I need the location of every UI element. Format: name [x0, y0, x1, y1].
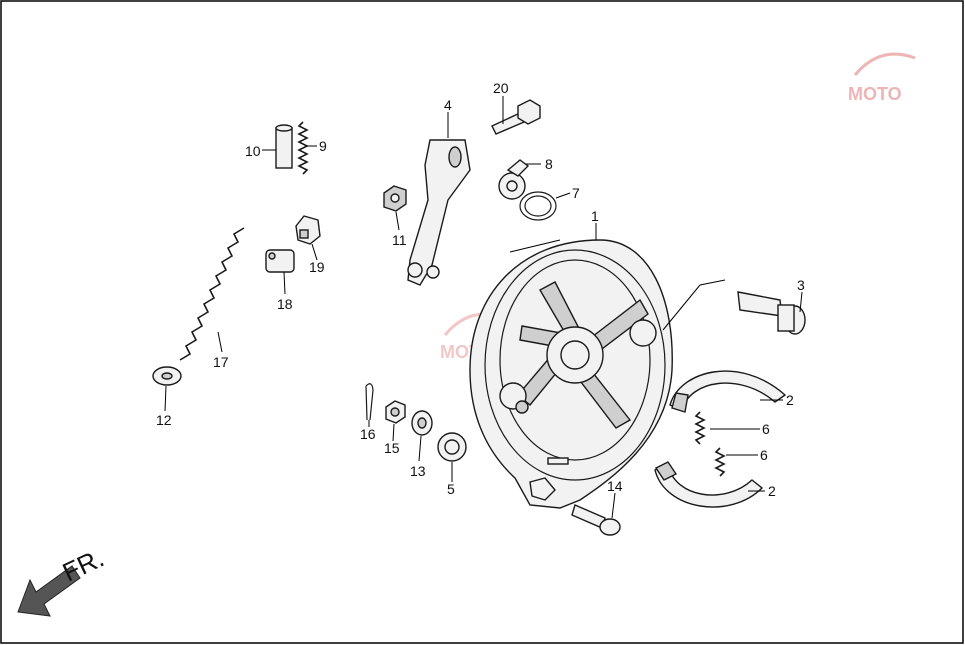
callout-2-lower: 2	[768, 483, 776, 499]
panel-slot	[547, 457, 569, 465]
hex-nut-lower	[385, 400, 406, 424]
hex-nut-upper	[383, 185, 407, 212]
callout-1: 1	[591, 208, 599, 224]
panel-hub-bore	[560, 340, 590, 370]
callout-5: 5	[447, 481, 455, 497]
callout-10: 10	[245, 143, 261, 159]
sleeve	[275, 124, 293, 169]
callout-20: 20	[493, 80, 509, 96]
brake-shoe-upper	[669, 370, 787, 413]
callout-4: 4	[444, 97, 452, 113]
flange-bolt	[491, 99, 541, 135]
adjusting-nut	[295, 215, 321, 245]
callout-15: 15	[384, 440, 400, 456]
washer-small	[411, 410, 433, 436]
callout-2-upper: 2	[786, 392, 794, 408]
callout-6-upper: 6	[762, 421, 770, 437]
watermark-text-top: MOTO	[848, 84, 902, 104]
brake-rod-spring	[179, 227, 245, 361]
panel-pivot-pin	[515, 400, 529, 414]
panel-cam-boss	[629, 319, 657, 347]
brake-arm	[407, 139, 471, 286]
watermark-top-right: MOTO	[848, 52, 916, 104]
callout-14: 14	[607, 478, 623, 494]
small-spring	[297, 121, 309, 175]
front-direction-arrow: FR.	[17, 543, 109, 617]
callout-6-lower: 6	[760, 447, 768, 463]
return-spring-upper	[694, 411, 706, 445]
callout-3: 3	[797, 277, 805, 293]
panel-stopper-nut	[529, 477, 556, 501]
joint-piece	[265, 249, 295, 273]
wear-indicator-plate	[498, 159, 530, 200]
pivot-bolt	[571, 504, 621, 536]
leader-lines	[164, 96, 803, 519]
callout-18: 18	[277, 296, 293, 312]
washer-large	[152, 366, 182, 386]
cotter-pin	[365, 383, 374, 421]
brake-shoe-lower	[654, 461, 764, 508]
callout-7: 7	[572, 185, 580, 201]
callout-13: 13	[410, 463, 426, 479]
brake-cam	[737, 291, 806, 335]
callout-11: 11	[392, 232, 407, 248]
brake-panel	[469, 239, 673, 509]
callout-labels: 1 2 2 3 4 5 6 6 7 8 9 10 11 12 13 14 15 …	[156, 80, 805, 499]
bearing	[437, 432, 467, 462]
callout-17: 17	[213, 354, 229, 370]
callout-19: 19	[309, 259, 325, 275]
callout-8: 8	[545, 156, 553, 172]
o-ring	[519, 191, 557, 221]
return-spring-lower	[714, 447, 726, 477]
callout-12: 12	[156, 412, 172, 428]
callout-16: 16	[360, 426, 376, 442]
callout-9: 9	[319, 138, 327, 154]
